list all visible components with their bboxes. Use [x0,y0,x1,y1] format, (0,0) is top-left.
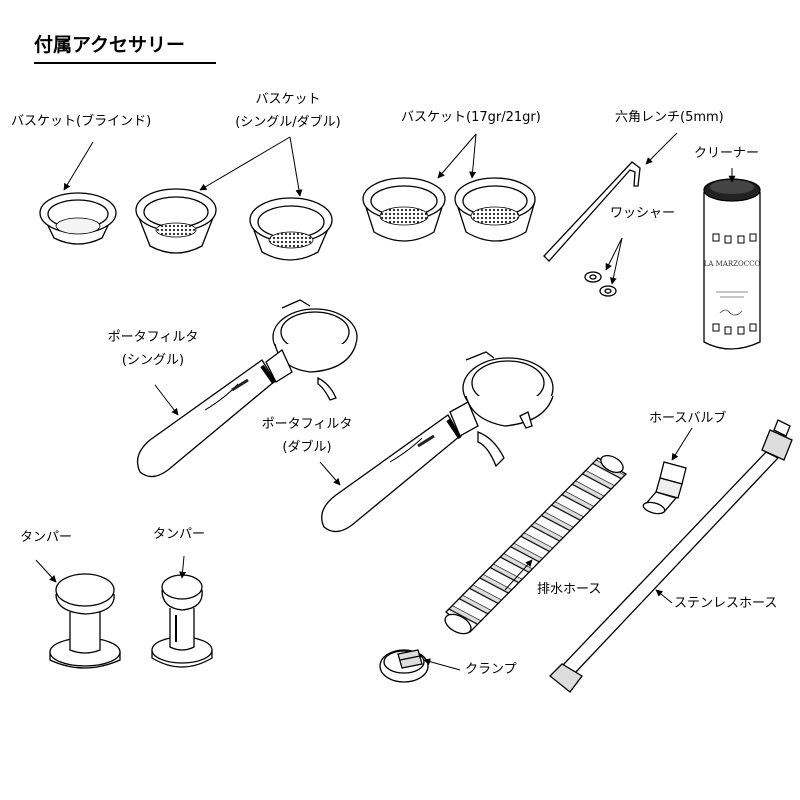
label-hose-valve: ホースバルブ [649,411,727,426]
label-washer: ワッシャー [610,206,676,221]
label-portafilter-double-line2: (ダブル) [282,440,332,455]
label-clamp: クランプ [465,662,517,677]
stainless-hose [549,419,793,693]
label-basket-blind: バスケット(ブラインド) [11,114,152,129]
hex-wrench [543,161,641,262]
cleaner-brand-text: LA MARZOCCO [704,260,761,268]
label-portafilter-single-line2: (シングル) [121,353,185,368]
drain-hose [444,454,628,635]
hose-valve [642,461,687,515]
cleaner-canister: LA MARZOCCO [703,178,761,350]
basket-single [135,188,217,254]
label-tamper-1: タンパー [20,530,73,545]
label-portafilter-double-line1: ポータフィルタ [261,417,353,432]
label-basket-17-21: バスケット(17gr/21gr) [401,110,541,125]
label-hex-wrench: 六角レンチ(5mm) [615,110,724,125]
basket-17gr [362,177,446,242]
label-cleaner: クリーナー [694,146,760,161]
washers [584,271,617,297]
leader-lines [35,132,736,671]
label-stainless-hose: ステンレスホース [674,596,778,611]
label-tamper-2: タンパー [153,527,206,542]
label-basket-single-double-line2: (シングル/ダブル) [235,115,341,130]
label-basket-single-double-line1: バスケット [255,92,321,107]
tamper-slim [151,574,213,668]
portafilter-double [321,351,554,533]
label-portafilter-single-line1: ポータフィルタ [107,330,199,345]
basket-blind [39,192,117,245]
clamp [379,649,429,683]
portafilter-single [136,299,358,478]
title-underline [34,62,216,64]
label-drain-hose: 排水ホース [537,582,602,597]
page-title: 付属アクセサリー [34,34,186,56]
basket-21gr [454,177,536,242]
tamper-flat [49,573,121,669]
basket-double [249,197,333,261]
